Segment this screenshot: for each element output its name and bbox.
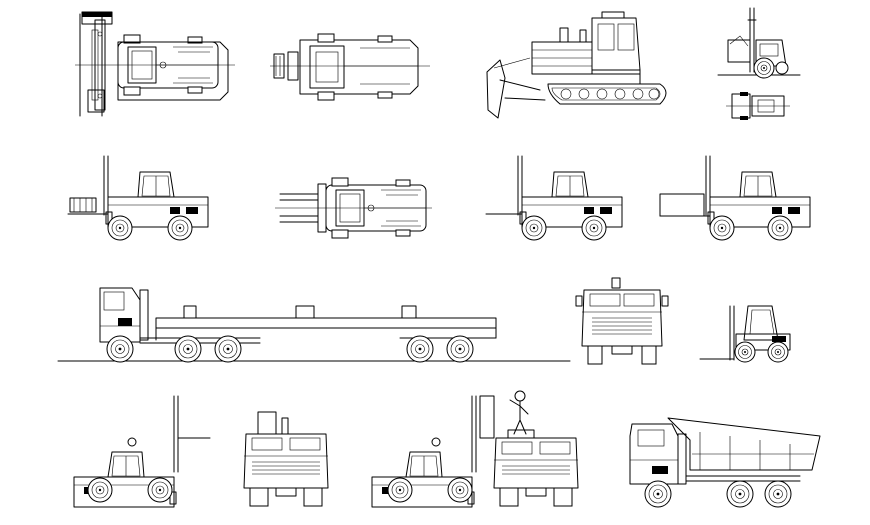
forklift-side-view-with-pallet <box>67 155 209 241</box>
forklift-top-view-small <box>270 33 430 101</box>
warehouse-forklift-side-view <box>699 305 791 363</box>
forklift-rear-side-view-forks-raised <box>73 395 211 508</box>
flatbed-trailer-truck-side-view <box>57 287 571 363</box>
forklift-side-view-forks-lowered <box>485 155 623 241</box>
bulldozer-side-view <box>486 11 667 119</box>
forklift-side-view-with-box <box>659 155 811 241</box>
forklift-top-view-with-load <box>75 11 235 117</box>
truck-rear-view <box>243 411 329 507</box>
compact-forklift-side-view <box>717 7 801 79</box>
compact-forklift-top-view <box>726 92 790 120</box>
truck-front-view <box>575 277 669 365</box>
dump-truck-side-view <box>629 417 821 508</box>
forklift-loading-truck-with-worker <box>371 390 579 508</box>
forklift-top-view-long-forks <box>275 177 432 239</box>
